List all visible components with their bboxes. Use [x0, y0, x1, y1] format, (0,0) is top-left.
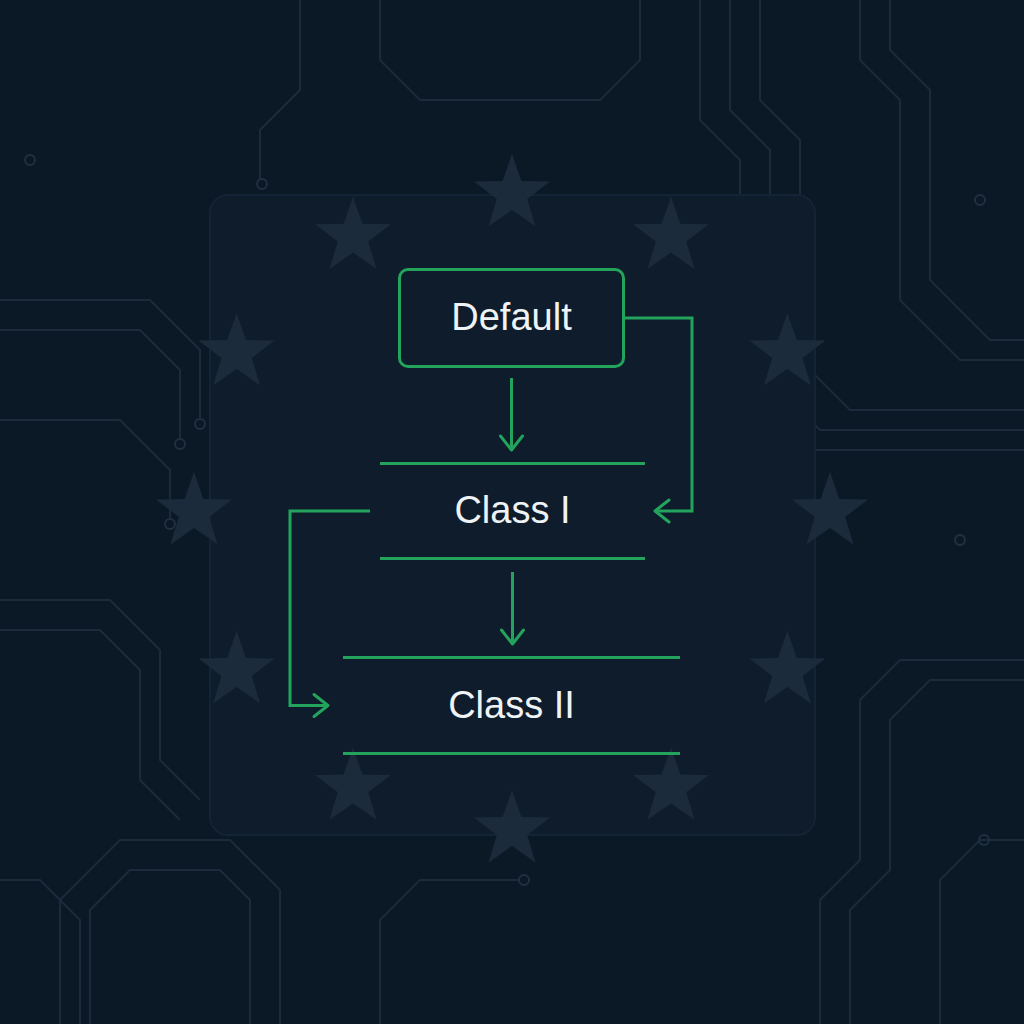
class-band: Class II	[343, 656, 680, 755]
node-label: Class I	[450, 490, 574, 532]
star	[474, 790, 550, 862]
connector-line	[290, 511, 370, 706]
star	[633, 197, 709, 269]
arrow-head	[655, 500, 669, 522]
arrow-head	[314, 695, 328, 717]
node-label: Default	[447, 297, 575, 339]
star	[633, 747, 709, 819]
star	[749, 631, 825, 703]
connector-line	[625, 318, 692, 511]
node-label: Class II	[444, 685, 579, 727]
connector-line	[511, 572, 514, 644]
connector	[501, 378, 523, 450]
arrow-head	[502, 630, 524, 644]
star	[474, 154, 550, 226]
star	[199, 313, 275, 385]
card-panel	[210, 195, 815, 835]
connector-line	[510, 378, 513, 450]
star	[315, 197, 391, 269]
star	[315, 747, 391, 819]
star-ring	[156, 154, 868, 862]
connector	[502, 572, 524, 644]
circuit-pads	[25, 155, 989, 885]
star	[749, 313, 825, 385]
connector	[290, 511, 370, 717]
connector	[625, 318, 692, 522]
star	[792, 472, 868, 544]
arrow-head	[501, 436, 523, 450]
star	[156, 472, 232, 544]
star	[199, 631, 275, 703]
class-band: Class I	[380, 462, 645, 560]
default-box: Default	[398, 268, 625, 368]
